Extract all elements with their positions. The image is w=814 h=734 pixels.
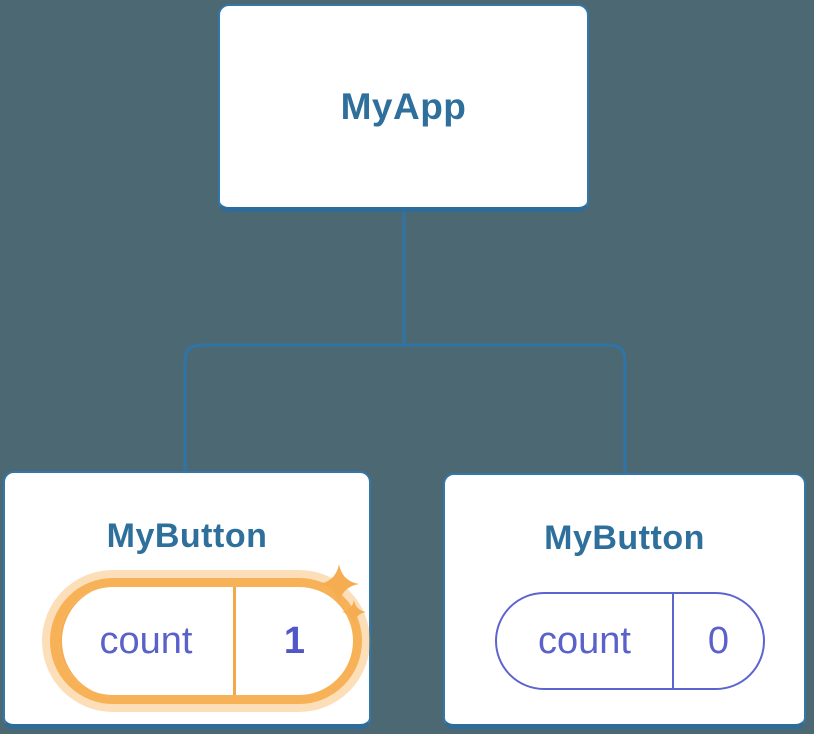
state-key: count bbox=[99, 619, 193, 662]
pill-divider bbox=[233, 587, 236, 695]
sparkle-icon bbox=[342, 600, 366, 624]
state-value: 0 bbox=[707, 619, 730, 662]
state-pill-highlighted: count 1 bbox=[50, 578, 362, 704]
component-card-mybutton: MyButton count 0 bbox=[443, 473, 806, 729]
connector-bracket bbox=[183, 343, 627, 475]
component-name: MyButton bbox=[106, 517, 268, 555]
component-card-mybutton-highlighted: MyButton count 1 bbox=[3, 471, 371, 729]
sparkle-icon bbox=[319, 564, 359, 604]
component-name: MyApp bbox=[340, 85, 467, 127]
pill-divider bbox=[672, 594, 674, 688]
component-name: MyButton bbox=[544, 519, 705, 557]
component-card-myapp: MyApp bbox=[218, 4, 589, 212]
state-key: count bbox=[538, 619, 631, 662]
state-pill: count 0 bbox=[495, 592, 765, 690]
state-value: 1 bbox=[283, 619, 306, 662]
